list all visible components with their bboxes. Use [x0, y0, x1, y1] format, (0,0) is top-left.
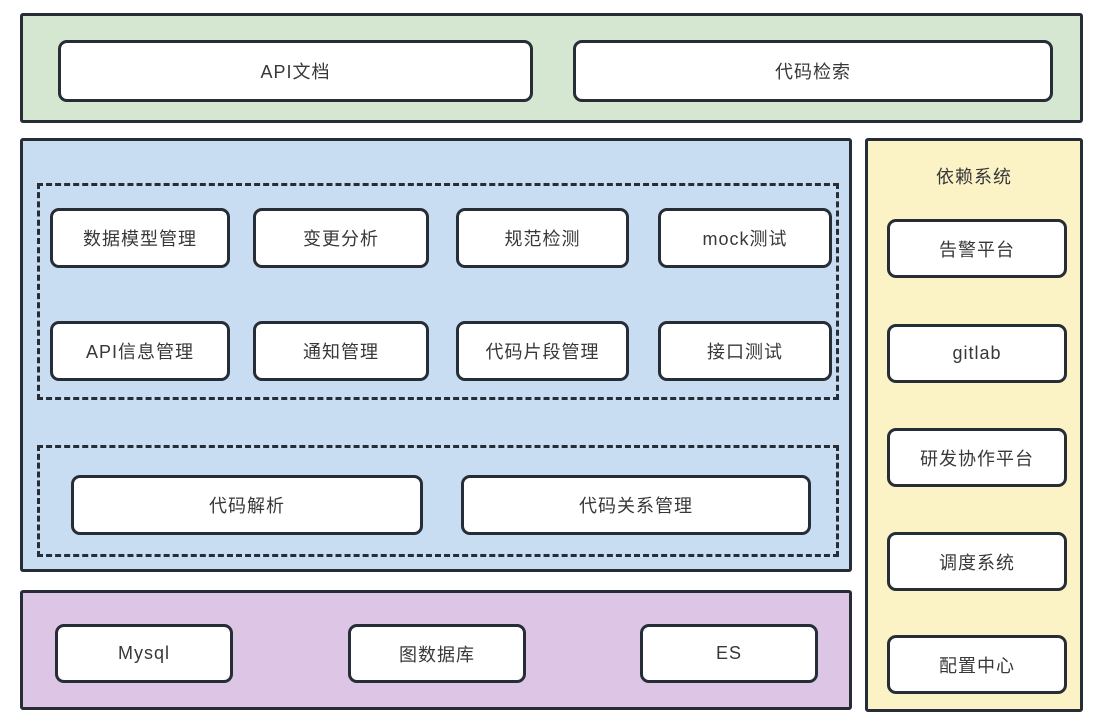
- node-code-search: 代码检索: [573, 40, 1053, 102]
- node-code-parse: 代码解析: [71, 475, 423, 535]
- node-spec-check: 规范检测: [456, 208, 629, 268]
- node-graph-database: 图数据库: [348, 624, 526, 683]
- core-service-panel: 数据模型管理 变更分析 规范检测 mock测试 API信息管理 通知管理 代码片…: [20, 138, 852, 572]
- code-analysis-group: 代码解析 代码关系管理: [37, 445, 839, 557]
- node-interface-test: 接口测试: [658, 321, 832, 381]
- node-mysql: Mysql: [55, 624, 233, 683]
- node-scheduler-system: 调度系统: [887, 532, 1067, 591]
- node-code-snippet-mgmt: 代码片段管理: [456, 321, 629, 381]
- node-elasticsearch: ES: [640, 624, 818, 683]
- node-devops-platform: 研发协作平台: [887, 428, 1067, 487]
- node-gitlab: gitlab: [887, 324, 1067, 383]
- storage-panel: Mysql 图数据库 ES: [20, 590, 852, 710]
- node-alert-platform: 告警平台: [887, 219, 1067, 278]
- node-notification-mgmt: 通知管理: [253, 321, 429, 381]
- node-mock-test: mock测试: [658, 208, 832, 268]
- dependencies-title: 依赖系统: [936, 167, 1012, 187]
- api-management-group: 数据模型管理 变更分析 规范检测 mock测试 API信息管理 通知管理 代码片…: [37, 183, 839, 400]
- node-data-model-mgmt: 数据模型管理: [50, 208, 230, 268]
- node-code-relation-mgmt: 代码关系管理: [461, 475, 811, 535]
- access-layer-panel: API文档 代码检索: [20, 13, 1083, 123]
- node-config-center: 配置中心: [887, 635, 1067, 694]
- dependencies-panel: 依赖系统 告警平台 gitlab 研发协作平台 调度系统 配置中心: [865, 138, 1083, 712]
- node-api-info-mgmt: API信息管理: [50, 321, 230, 381]
- node-change-analysis: 变更分析: [253, 208, 429, 268]
- node-api-doc: API文档: [58, 40, 533, 102]
